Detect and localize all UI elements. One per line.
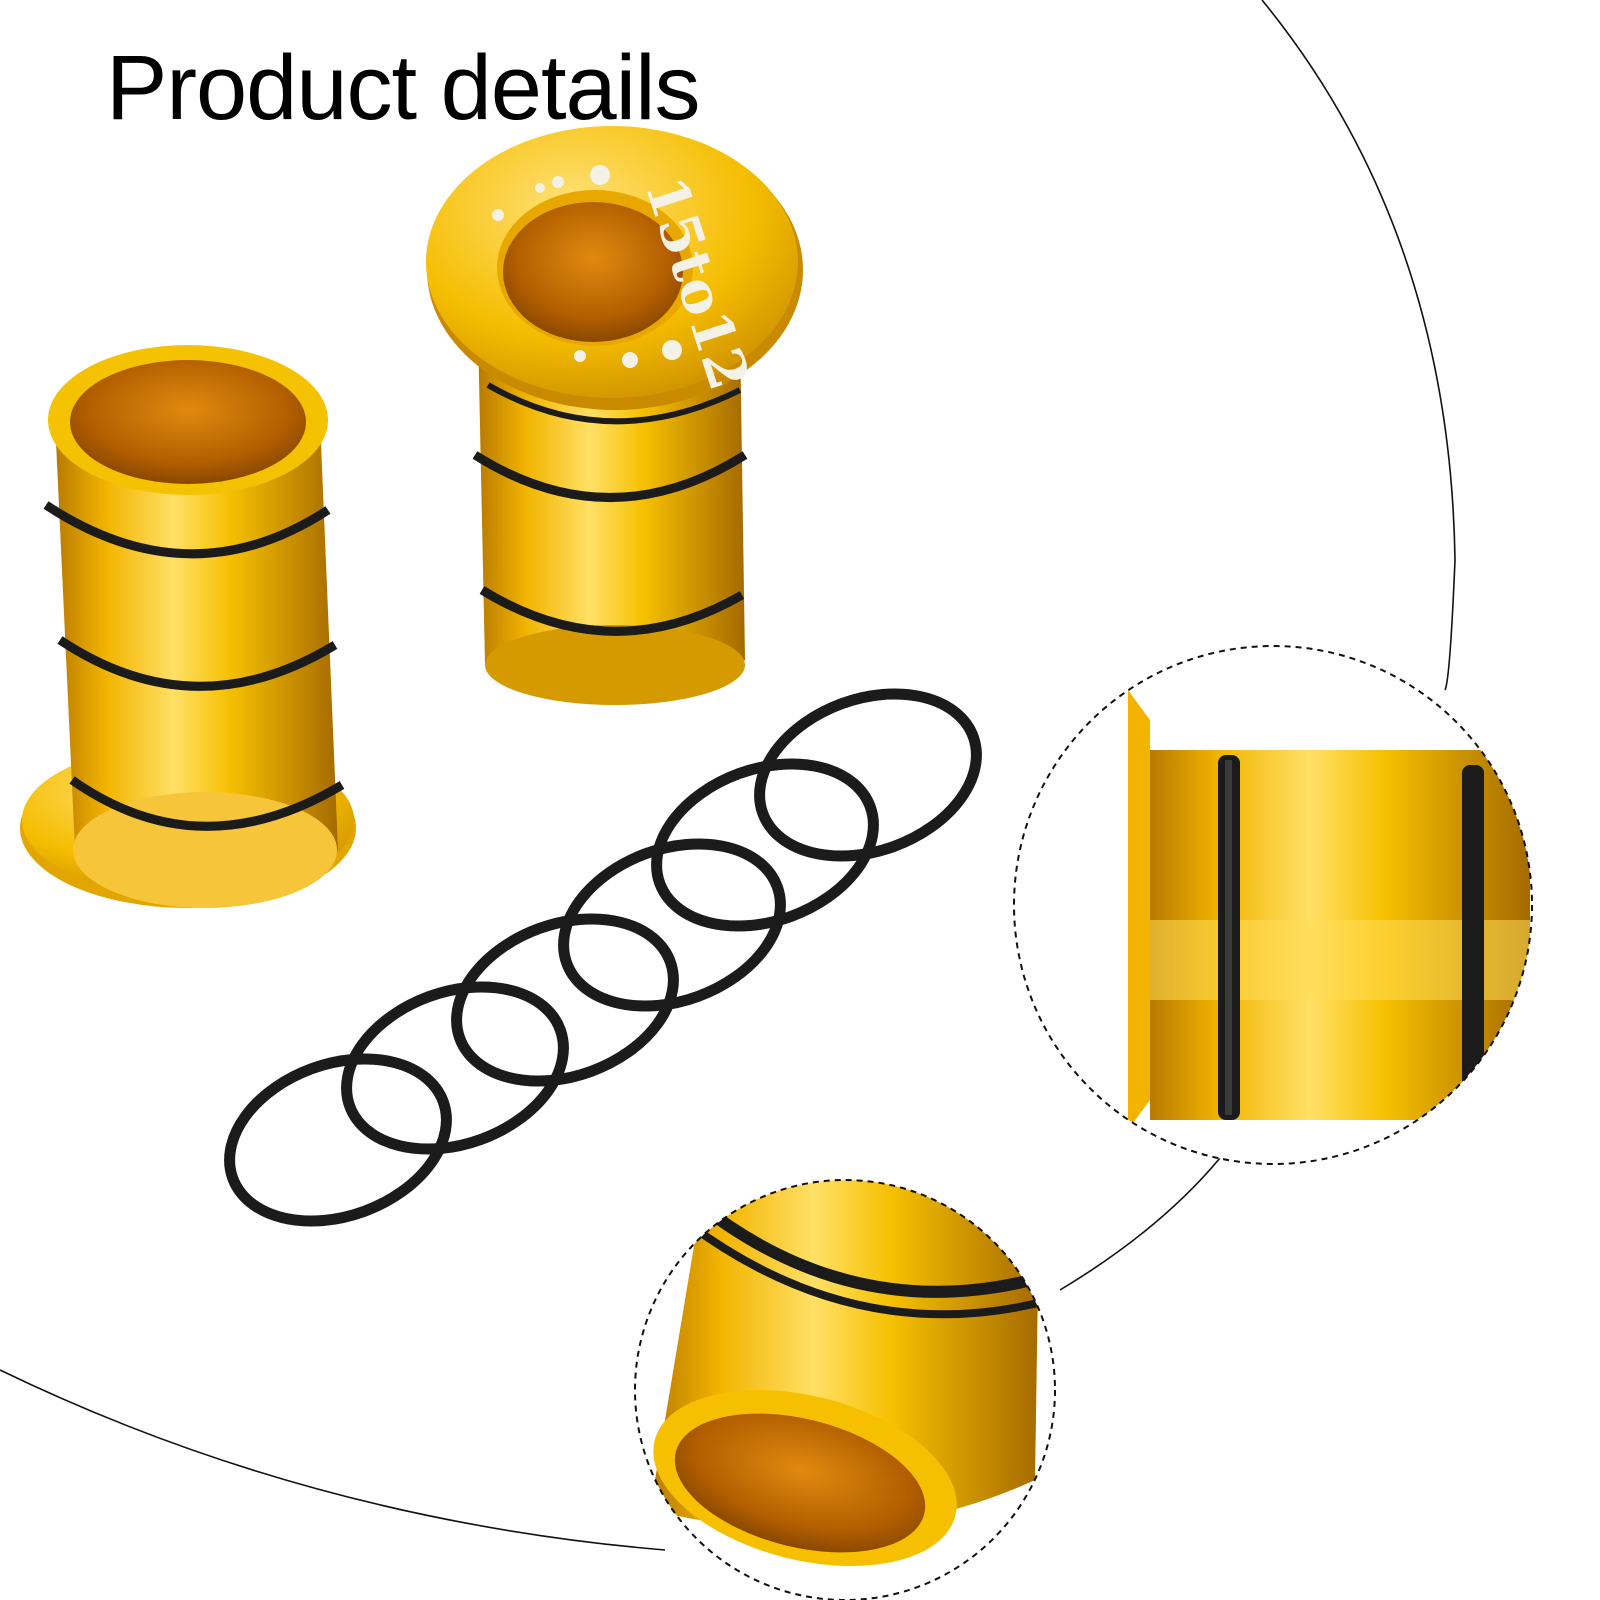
detail-view-sleeve-end xyxy=(634,1179,1056,1600)
detail-view-border xyxy=(1013,645,1533,1165)
connector-line xyxy=(1059,1157,1221,1291)
o-ring xyxy=(558,838,786,1012)
o-ring xyxy=(341,981,569,1155)
background-arc xyxy=(1261,0,1456,691)
o-ring xyxy=(451,913,679,1087)
page-title: Product details xyxy=(106,37,701,139)
adapter-sleeve-right: 15to12 xyxy=(426,126,803,705)
detail-view-border xyxy=(634,1179,1056,1600)
o-ring-set xyxy=(224,688,982,1227)
detail-view-flange-side xyxy=(1013,645,1533,1165)
o-ring xyxy=(224,1053,452,1227)
o-ring xyxy=(651,758,879,932)
o-ring xyxy=(754,688,982,862)
adapter-sleeve-left xyxy=(20,345,356,908)
background-arc xyxy=(0,1369,666,1551)
